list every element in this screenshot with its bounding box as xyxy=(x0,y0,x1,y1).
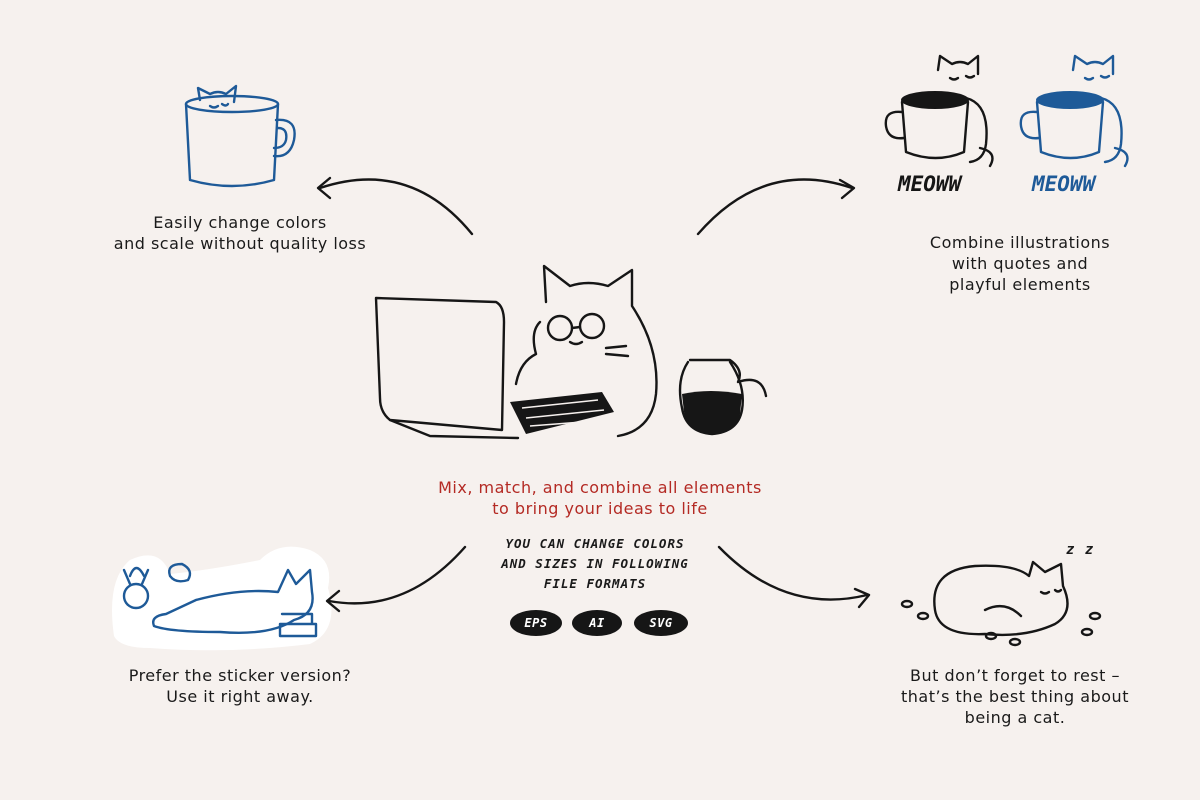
arrow-to-top-right xyxy=(696,178,856,236)
caption-bottom-right-line-3: being a cat. xyxy=(964,708,1066,727)
sleep-z: z z xyxy=(1066,542,1095,558)
sleeping-cat-illustration xyxy=(900,560,1102,647)
caption-bottom-right-line-1: But don’t forget to rest – xyxy=(910,666,1120,685)
caption-top-right-line-1: Combine illustrations xyxy=(929,233,1111,252)
caption-bottom-left-line-2: Use it right away. xyxy=(166,687,314,706)
caption-bottom-right: But don’t forget to rest – that’s the be… xyxy=(855,665,1175,728)
caption-bottom-left: Prefer the sticker version? Use it right… xyxy=(40,665,440,707)
caption-top-right-line-2: with quotes and xyxy=(951,254,1089,273)
caption-center: Mix, match, and combine all elements to … xyxy=(380,477,820,519)
sticker-cat-illustration xyxy=(112,546,332,651)
caption-top-left: Easily change colors and scale without q… xyxy=(40,212,440,254)
cat-at-computer-illustration xyxy=(374,264,768,440)
caption-top-left-line-2: and scale without quality loss xyxy=(113,234,367,253)
formats-note: YOU CAN CHANGE COLORS AND SIZES IN FOLLO… xyxy=(470,534,720,594)
formats-note-line-3: FILE FORMATS xyxy=(543,576,647,591)
arrow-to-bottom-right xyxy=(717,545,871,609)
format-badge-ai: AI xyxy=(572,610,622,636)
cat-with-cup-blue xyxy=(1019,54,1129,168)
format-badge-eps: EPS xyxy=(510,610,562,636)
arrow-to-bottom-left xyxy=(325,545,467,613)
quote-black: MEOWW xyxy=(898,172,962,196)
caption-top-right-line-3: playful elements xyxy=(949,275,1091,294)
cat-in-mug-illustration xyxy=(184,84,296,188)
quote-blue: MEOWW xyxy=(1032,172,1096,196)
caption-bottom-right-line-2: that’s the best thing about xyxy=(901,687,1129,706)
caption-bottom-left-line-1: Prefer the sticker version? xyxy=(128,666,352,685)
caption-center-line-2: to bring your ideas to life xyxy=(492,499,708,518)
caption-top-left-line-1: Easily change colors xyxy=(153,213,327,232)
caption-center-line-1: Mix, match, and combine all elements xyxy=(438,478,762,497)
caption-top-right: Combine illustrations with quotes and pl… xyxy=(860,232,1180,295)
arrow-to-top-left xyxy=(316,176,474,236)
formats-note-line-2: AND SIZES IN FOLLOWING xyxy=(501,556,689,571)
cat-with-cup-black xyxy=(884,54,994,168)
format-badge-svg: SVG xyxy=(634,610,688,636)
formats-note-line-1: YOU CAN CHANGE COLORS xyxy=(505,536,685,551)
